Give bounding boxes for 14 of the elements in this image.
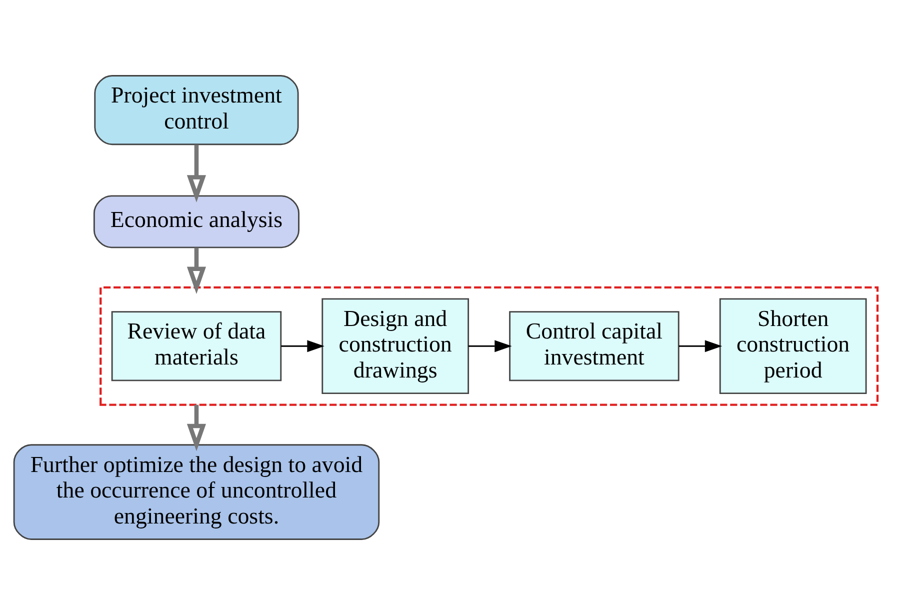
arrow [468, 340, 512, 352]
node-box: Design and construction drawings [322, 298, 470, 394]
cluster [100, 286, 879, 406]
arrow [186, 248, 206, 294]
arrow [281, 340, 324, 352]
arrow [186, 404, 206, 452]
node-box: Project investment control [94, 75, 299, 146]
node-box: Review of data materials [111, 311, 282, 382]
arrow [678, 340, 722, 352]
node-box: Control capital investment [509, 311, 680, 382]
node-box: Economic analysis [93, 195, 300, 248]
node-box: Shorten construction period [719, 298, 867, 394]
arrow [186, 144, 206, 202]
node-box: Further optimize the design to avoid the occurrence of uncontrolled engineering costs. [13, 444, 380, 540]
